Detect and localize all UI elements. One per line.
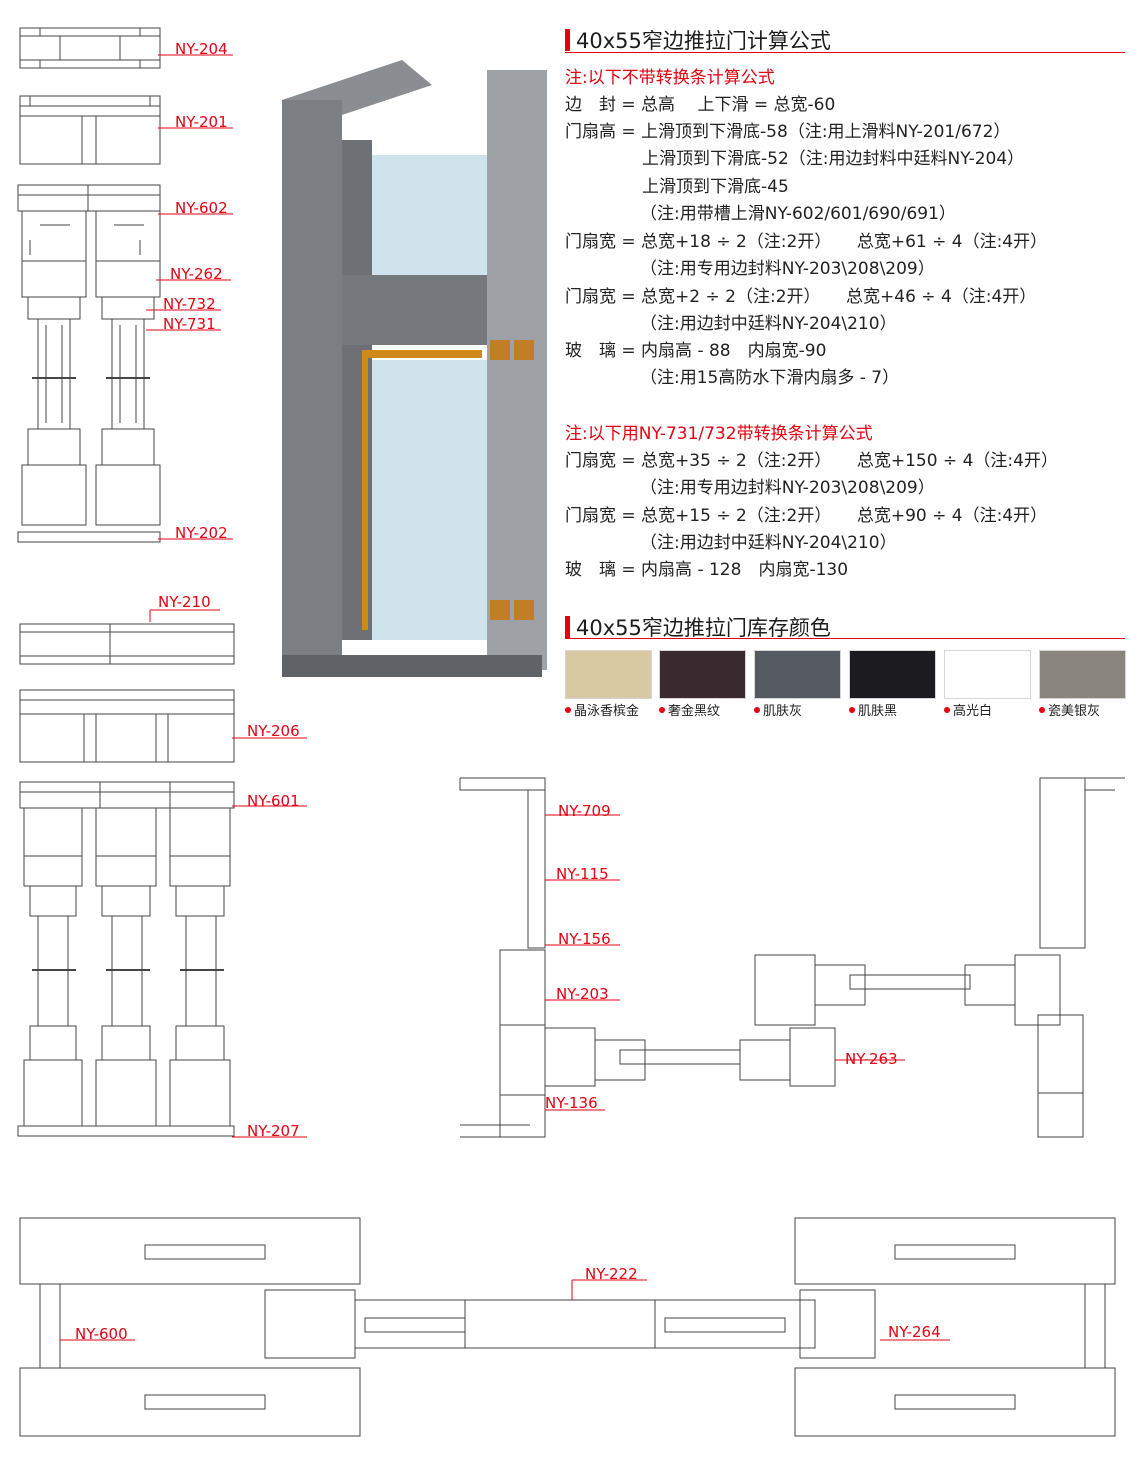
swatch-label: 肌肤黑: [849, 700, 897, 719]
profile-ny204: [19, 27, 161, 69]
label-ny732: NY-732: [163, 295, 216, 313]
formula-divider: [565, 52, 1125, 53]
swatch-label-text: 奢金黑纹: [668, 704, 721, 719]
formula-line: （注:用边封中廷料NY-204\210）: [640, 314, 897, 334]
label-ny263: NY-263: [845, 1050, 898, 1068]
bullet-icon: [754, 707, 760, 713]
label-ny731: NY-731: [163, 315, 216, 333]
swatch-label-text: 瓷美银灰: [1048, 704, 1101, 719]
label-ny204: NY-204: [175, 40, 228, 58]
formula-title-text: 40x55窄边推拉门计算公式: [576, 29, 831, 53]
formula-line: 上滑顶到下滑底-52（注:用边封料中廷料NY-204）: [642, 149, 1025, 169]
label-ny601: NY-601: [247, 792, 300, 810]
formula-line: 玻 璃 = 内扇高 - 128 内扇宽-130: [565, 560, 849, 580]
bullet-icon: [849, 707, 855, 713]
formula-line: 门扇宽 = 总宽+15 ÷ 2（注:2开） 总宽+90 ÷ 4（注:4开）: [565, 506, 1048, 526]
label-ny222: NY-222: [585, 1265, 638, 1283]
color-title-text: 40x55窄边推拉门库存颜色: [576, 616, 831, 640]
formula-note-2: 注:以下用NY-731/732带转换条计算公式: [565, 424, 873, 444]
label-ny202: NY-202: [175, 524, 228, 542]
bullet-icon: [565, 707, 571, 713]
formula-line: （注:用边封中廷料NY-204\210）: [640, 533, 897, 553]
swatch-label-text: 高光白: [953, 704, 993, 719]
swatch-label-text: 肌肤灰: [763, 704, 803, 719]
formula-note-1: 注:以下不带转换条计算公式: [565, 68, 775, 88]
formula-line: 边 封 = 总高 上下滑 = 总宽-60: [565, 95, 836, 115]
label-ny136: NY-136: [545, 1094, 598, 1112]
swatch-label: 晶泳香槟金: [565, 700, 639, 719]
label-ny115: NY-115: [556, 865, 609, 883]
swatch-white: [944, 650, 1031, 699]
profile-assembly-709: [459, 777, 1125, 1138]
leader-lines: [60, 54, 950, 1341]
label-ny156: NY-156: [558, 930, 611, 948]
label-ny709: NY-709: [558, 802, 611, 820]
formula-line: （注:用带槽上滑NY-602/601/690/691）: [640, 204, 956, 224]
formula-line: （注:用专用边封料NY-203\208\209）: [640, 478, 935, 498]
bullet-icon: [1039, 707, 1045, 713]
title-bar: [565, 616, 570, 638]
formula-title: 40x55窄边推拉门计算公式: [565, 25, 831, 55]
swatch-label: 奢金黑纹: [659, 700, 720, 719]
window-render: [282, 60, 547, 677]
bullet-icon: [944, 707, 950, 713]
formula-line: 门扇宽 = 总宽+18 ÷ 2（注:2开） 总宽+61 ÷ 4（注:4开）: [565, 232, 1048, 252]
profile-assembly-600: [19, 1217, 1116, 1437]
label-ny201: NY-201: [175, 113, 228, 131]
profile-ny602-stack: [17, 184, 161, 543]
swatch-black: [849, 650, 936, 699]
profile-ny210: [19, 623, 235, 665]
formula-line: 门扇宽 = 总宽+35 ÷ 2（注:2开） 总宽+150 ÷ 4（注:4开）: [565, 451, 1058, 471]
swatch-champagne: [565, 650, 652, 699]
formula-line: （注:用专用边封料NY-203\208\209）: [640, 259, 935, 279]
profile-ny201: [19, 95, 161, 165]
title-bar: [565, 29, 570, 51]
label-ny264: NY-264: [888, 1323, 941, 1341]
formula-line: 玻 璃 = 内扇高 - 88 内扇宽-90: [565, 341, 827, 361]
formula-line: 门扇高 = 上滑顶到下滑底-58（注:用上滑料NY-201/672）: [565, 122, 1011, 142]
swatch-label: 肌肤灰: [754, 700, 802, 719]
swatch-label: 瓷美银灰: [1039, 700, 1100, 719]
color-title: 40x55窄边推拉门库存颜色: [565, 612, 831, 642]
label-ny262: NY-262: [170, 265, 223, 283]
swatch-label-text: 肌肤黑: [858, 704, 898, 719]
swatch-label: 高光白: [944, 700, 992, 719]
formula-line: （注:用15高防水下滑内扇多 - 7）: [640, 368, 900, 388]
color-divider: [565, 638, 1125, 639]
formula-line: 门扇宽 = 总宽+2 ÷ 2（注:2开） 总宽+46 ÷ 4（注:4开）: [565, 287, 1037, 307]
label-ny210: NY-210: [158, 593, 211, 611]
label-ny602: NY-602: [175, 199, 228, 217]
label-ny203: NY-203: [556, 985, 609, 1003]
swatch-black-grain: [659, 650, 746, 699]
label-ny206: NY-206: [247, 722, 300, 740]
profile-ny206: [19, 689, 235, 763]
formula-line: 上滑顶到下滑底-45: [642, 177, 789, 197]
swatch-grey: [754, 650, 841, 699]
profile-ny601-stack: [17, 781, 235, 1137]
label-ny207: NY-207: [247, 1122, 300, 1140]
label-ny600: NY-600: [75, 1325, 128, 1343]
swatch-label-text: 晶泳香槟金: [574, 704, 640, 719]
bullet-icon: [659, 707, 665, 713]
swatch-silver-grey: [1039, 650, 1126, 699]
